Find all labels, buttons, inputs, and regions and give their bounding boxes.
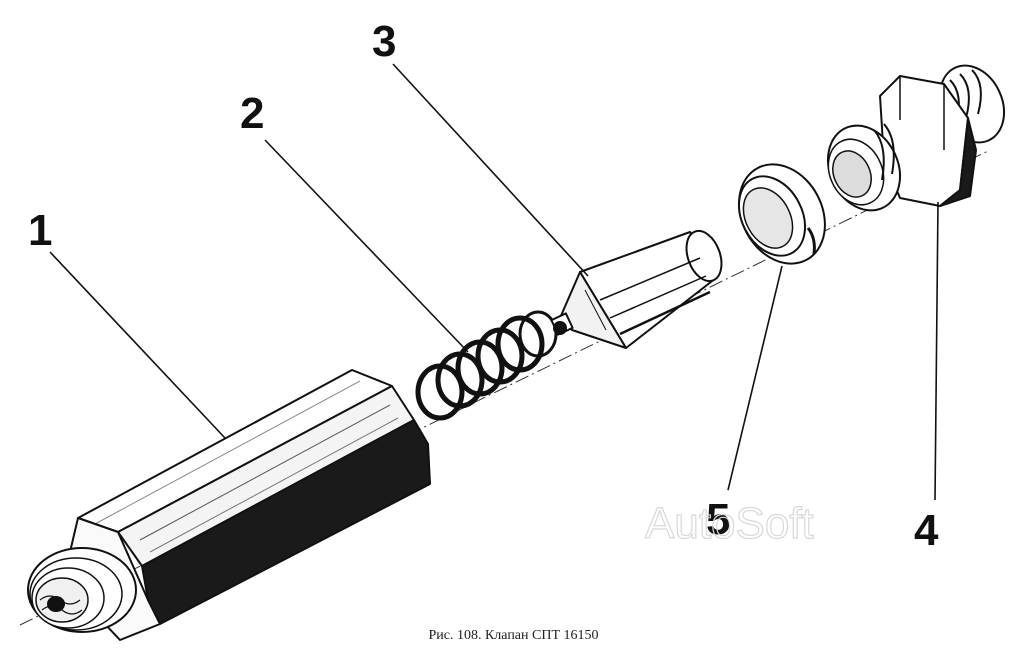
- callout-5: 5: [706, 495, 730, 544]
- callout-2: 2: [240, 89, 264, 138]
- part-3-valve-cone: [550, 229, 723, 349]
- watermark: AutoSoft: [645, 499, 814, 548]
- part-2-spring: [415, 310, 558, 421]
- leader-3: [392, 63, 589, 277]
- leader-lines: [49, 63, 939, 501]
- part-1-hex-body: [27, 369, 431, 641]
- callout-4: 4: [914, 506, 939, 555]
- figure-caption: Рис. 108. Клапан СПТ 16150: [428, 628, 599, 643]
- leader-2: [264, 139, 469, 353]
- leader-5: [727, 265, 783, 491]
- leader-4: [934, 201, 939, 501]
- leader-1: [49, 251, 226, 439]
- part-5-sealing-ring: [737, 163, 826, 265]
- callout-1: 1: [28, 206, 52, 255]
- part-4-threaded-union: [827, 64, 1006, 212]
- callout-3: 3: [372, 17, 396, 66]
